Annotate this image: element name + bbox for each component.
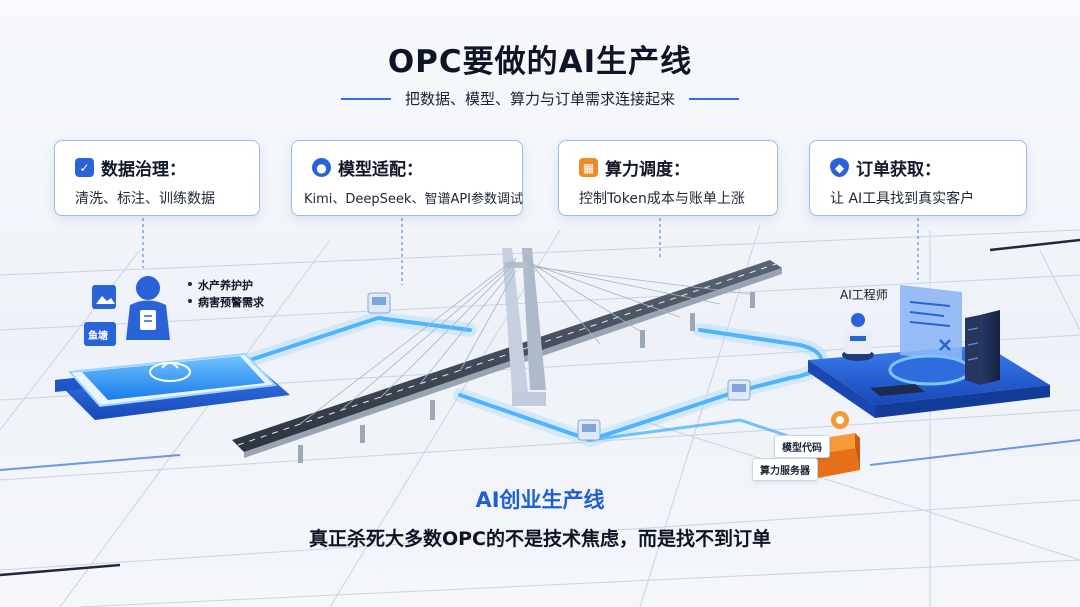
card-desc: Kimi、DeepSeek、智谱API参数调试 bbox=[304, 192, 524, 207]
divider-right bbox=[689, 97, 739, 100]
compute-server-tag: 算力服务器 bbox=[752, 458, 818, 481]
page-title: OPC要做的AI生产线 bbox=[387, 44, 693, 80]
ai-engineer-platform bbox=[808, 285, 1050, 418]
card-desc: 让 AI工具找到真实客户 bbox=[830, 191, 975, 207]
card-title: 算力调度： bbox=[605, 160, 690, 180]
user-icon: ● bbox=[312, 158, 331, 177]
ai-engineer-label: AI工程师 bbox=[840, 288, 888, 302]
shield-icon: ◆ bbox=[830, 158, 849, 177]
footer-title: AI创业生产线 bbox=[475, 488, 605, 512]
card-model-adaptation: ● 模型适配： Kimi、DeepSeek、智谱API参数调试 bbox=[291, 140, 523, 216]
calendar-icon: ▦ bbox=[579, 158, 598, 177]
bridge bbox=[232, 248, 782, 463]
card-title: 订单获取： bbox=[856, 160, 941, 180]
card-compute-scheduling: ▦ 算力调度： 控制Token成本与账单上涨 bbox=[558, 140, 778, 216]
divider-left bbox=[340, 97, 391, 100]
need-item: 水产养护护 bbox=[198, 279, 253, 292]
flow-nodes bbox=[367, 292, 751, 441]
card-title: 模型适配： bbox=[338, 160, 423, 180]
need-item: 病害预警需求 bbox=[198, 296, 264, 309]
checkbox-icon: ✓ bbox=[75, 158, 94, 177]
footer-text: 真正杀死大多数OPC的不是技术焦虑，而是找不到订单 bbox=[308, 528, 772, 550]
page-subtitle: 把数据、模型、算力与订单需求连接起来 bbox=[404, 90, 675, 108]
card-data-governance: ✓ 数据治理： 清洗、标注、训练数据 bbox=[54, 140, 260, 216]
subtitle-row: 把数据、模型、算力与订单需求连接起来 bbox=[0, 88, 1080, 109]
card-desc: 控制Token成本与账单上涨 bbox=[579, 191, 745, 207]
model-code-tag: 模型代码 bbox=[774, 435, 830, 458]
fish-pond-badge: 鱼塘 bbox=[88, 331, 108, 342]
card-desc: 清洗、标注、训练数据 bbox=[75, 191, 215, 207]
card-title: 数据治理： bbox=[101, 160, 186, 180]
fish-pond-platform bbox=[55, 276, 290, 420]
card-order-acquisition: ◆ 订单获取： 让 AI工具找到真实客户 bbox=[809, 140, 1027, 216]
